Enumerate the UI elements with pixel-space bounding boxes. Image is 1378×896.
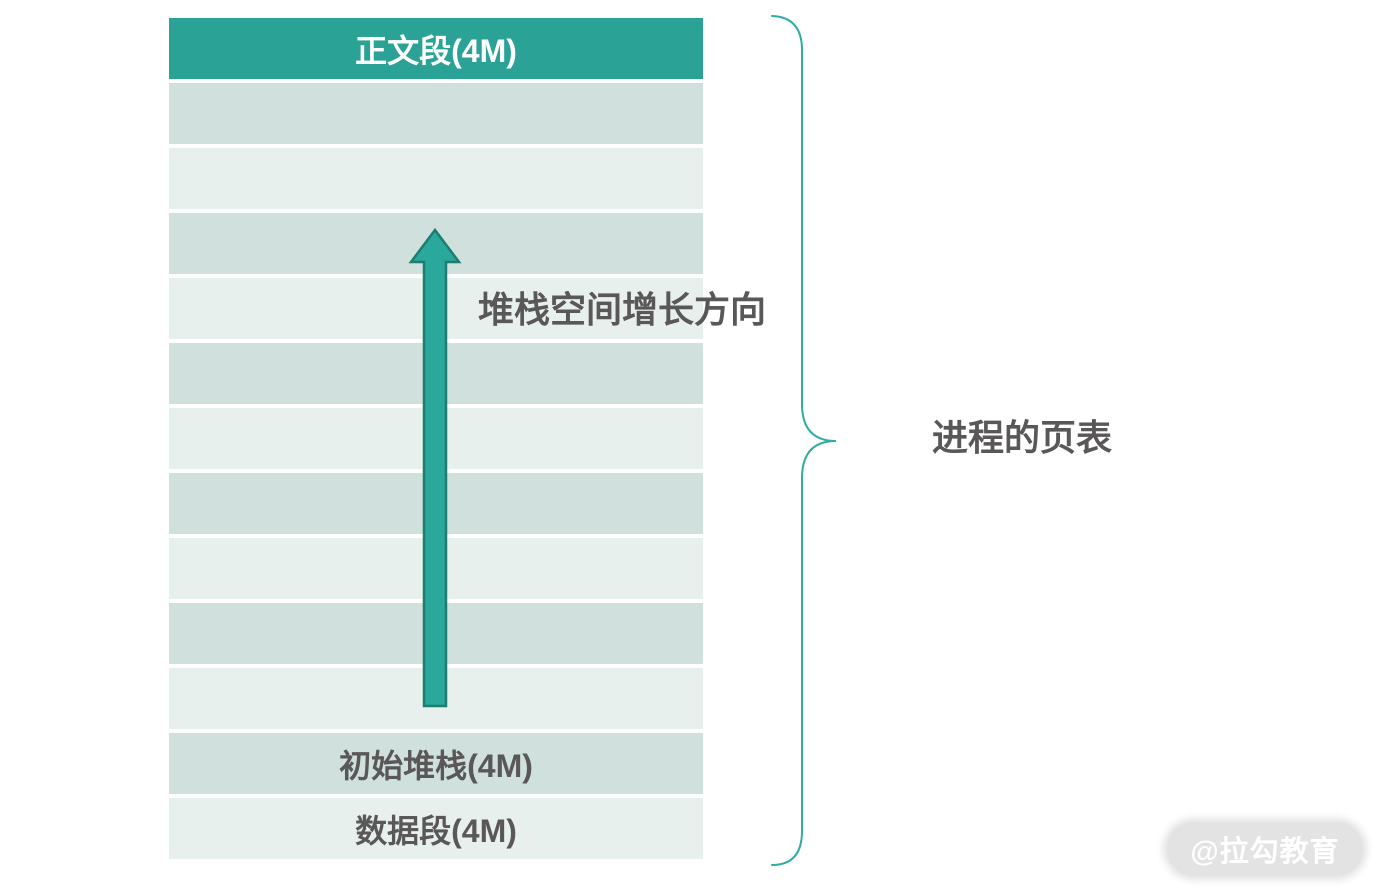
watermark-badge: @拉勾教育 (1167, 822, 1363, 876)
page-table-label: 进程的页表 (932, 417, 1113, 458)
initial-stack-row: 初始堆栈(4M) (169, 733, 703, 794)
page-table-row (169, 148, 703, 209)
data-segment-row: 数据段(4M) (169, 798, 703, 859)
growth-direction-label: 堆栈空间增长方向 (478, 289, 767, 330)
watermark-text: @拉勾教育 (1190, 836, 1340, 868)
page-table-row (169, 83, 703, 144)
curly-brace-icon (771, 15, 837, 866)
growth-up-arrow-icon (408, 227, 462, 708)
text-segment-header: 正文段(4M) (169, 18, 703, 79)
